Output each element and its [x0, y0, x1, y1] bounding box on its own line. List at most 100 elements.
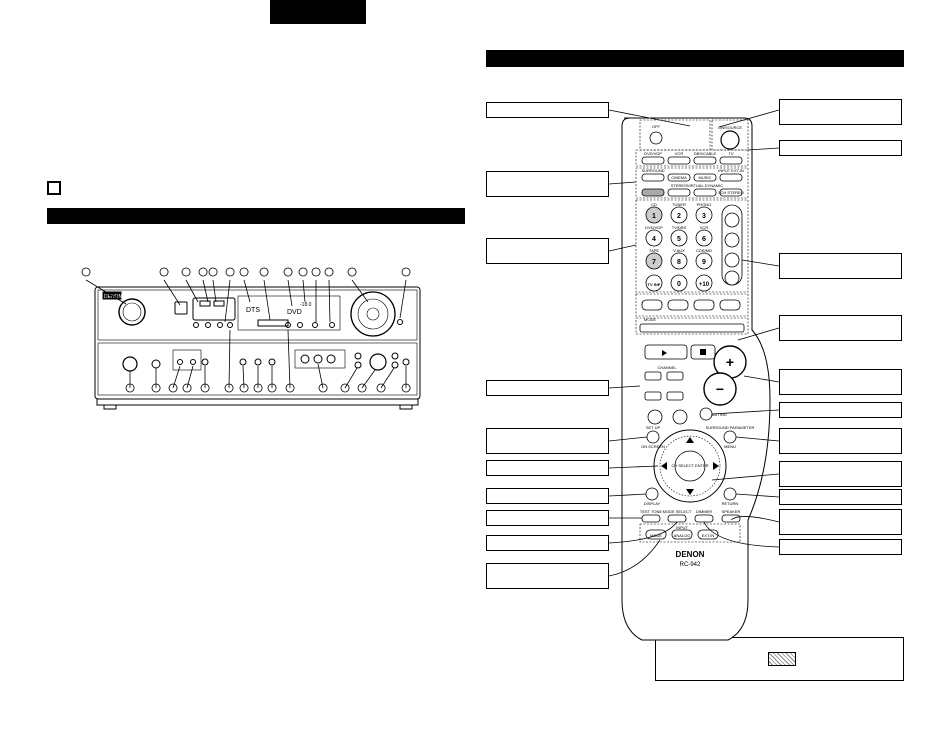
phono-label: PHONO [697, 202, 712, 207]
callout-box [779, 428, 902, 454]
svg-text:8: 8 [677, 259, 681, 266]
on-source-label: ON/SOURCE [718, 125, 743, 130]
callout-box [779, 489, 902, 505]
section-bar-remote [486, 50, 904, 67]
callout-box [779, 99, 902, 125]
callout-box [486, 102, 609, 118]
speaker-button [721, 514, 741, 523]
display-button [645, 487, 659, 501]
callout-box [779, 461, 902, 487]
tv-dbs-label: TV/DBS [672, 225, 687, 230]
surround-label: SURROUND [641, 168, 664, 173]
mode-switch [639, 323, 745, 333]
remote-dashed-groups [635, 119, 749, 543]
surround-button [641, 173, 665, 182]
svg-text:0: 0 [677, 281, 681, 288]
callout-box [486, 563, 609, 589]
svg-text:3: 3 [702, 213, 706, 220]
svg-text:+: + [726, 354, 734, 370]
mode-select-button [667, 514, 687, 523]
svg-text:−: − [716, 381, 724, 397]
remote-leader-lines [608, 109, 780, 577]
callout-box [486, 380, 609, 396]
play-icon [662, 350, 667, 356]
callout-box [779, 140, 902, 156]
mode-select-label: MODE SELECT [663, 509, 692, 514]
off-label: OFF [652, 124, 661, 129]
return-button [723, 487, 737, 501]
svg-text:6: 6 [702, 236, 706, 243]
number-4-button [645, 229, 663, 247]
cursor-left-icon [661, 462, 667, 470]
number-6-button [695, 229, 713, 247]
input-ext-in-label: INPUT EXT.IN [718, 168, 744, 173]
callout-box [486, 535, 609, 551]
tv-button [719, 156, 743, 165]
callout-box [779, 253, 902, 279]
virtual-dynamic-button [693, 188, 717, 197]
number-9-button [695, 252, 713, 270]
number-7-button [645, 252, 663, 270]
svg-text:4: 4 [652, 236, 656, 243]
number-5-button [670, 229, 688, 247]
channel-down-key [724, 270, 740, 286]
dbs-cable-button [693, 156, 717, 165]
stereo-button [667, 188, 691, 197]
mode-label: MODE [644, 317, 656, 322]
number-8-button [670, 252, 688, 270]
volume-down-key [724, 232, 740, 248]
vcr-label: VCR [675, 151, 684, 156]
callout-box [779, 509, 902, 535]
svg-text:7: 7 [652, 259, 656, 266]
svg-text:ANALOG: ANALOG [674, 533, 691, 538]
cursor-up-icon [686, 437, 694, 443]
on-source-button [720, 130, 740, 150]
number-1-button [645, 206, 663, 224]
music-label: MUSIC [699, 175, 712, 180]
vcr-button [667, 156, 691, 165]
dvd-vdp-num-label: DVD/VDP [645, 225, 663, 230]
cursor-down-icon [686, 489, 694, 495]
cd-label: CD [651, 202, 657, 207]
remote-key-labels: OFF ON/SOURCE DVD/VDP VCR DBS/CABLE TV S… [640, 124, 755, 530]
remote-model-text: RC-942 [680, 562, 701, 568]
setup-button [646, 430, 660, 444]
5ch-stereo-label: 5CH STEREO [718, 190, 744, 195]
analog-button [671, 529, 693, 540]
svg-text:9: 9 [702, 259, 706, 266]
callout-box [486, 428, 609, 454]
display-label: DISPLAY [644, 501, 661, 506]
surround-parameter-label: SURROUND PARAMETER [706, 425, 755, 430]
return-label: RETURN [722, 501, 739, 506]
callout-box [779, 539, 902, 555]
remote-brand-text: DENON [676, 550, 705, 559]
cursor-right-icon [713, 462, 719, 470]
display-dvd: DVD [287, 309, 302, 316]
receiver-top-pointers [81, 267, 411, 323]
callout-box [486, 171, 609, 197]
section-bar-front-panel [47, 208, 465, 224]
play-button [644, 344, 688, 360]
vcr-num-label: VCR [700, 225, 709, 230]
stop-icon [700, 349, 706, 355]
5ch-stereo-button [719, 188, 743, 197]
dvd-vdp-button [641, 156, 665, 165]
dbs-cable-label: DBS/CABLE [694, 151, 717, 156]
music-button [693, 173, 717, 182]
volume-up-key [724, 212, 740, 228]
skip-button [672, 409, 688, 425]
master-volume-down-button [703, 372, 737, 406]
section-checkbox [47, 181, 61, 195]
number-0-button [670, 274, 688, 292]
surround-parameter-button [723, 430, 737, 444]
receiver-front-panel [94, 286, 421, 410]
callout-box [779, 402, 902, 418]
stereo-label: STEREO [671, 183, 687, 188]
setup-label: SET UP [646, 425, 661, 430]
receiver-brand: DENON [104, 294, 122, 300]
cinema-button [667, 173, 691, 182]
enter-button [674, 450, 706, 482]
input-ext-in-button [719, 173, 743, 182]
svg-text:1: 1 [652, 213, 656, 220]
